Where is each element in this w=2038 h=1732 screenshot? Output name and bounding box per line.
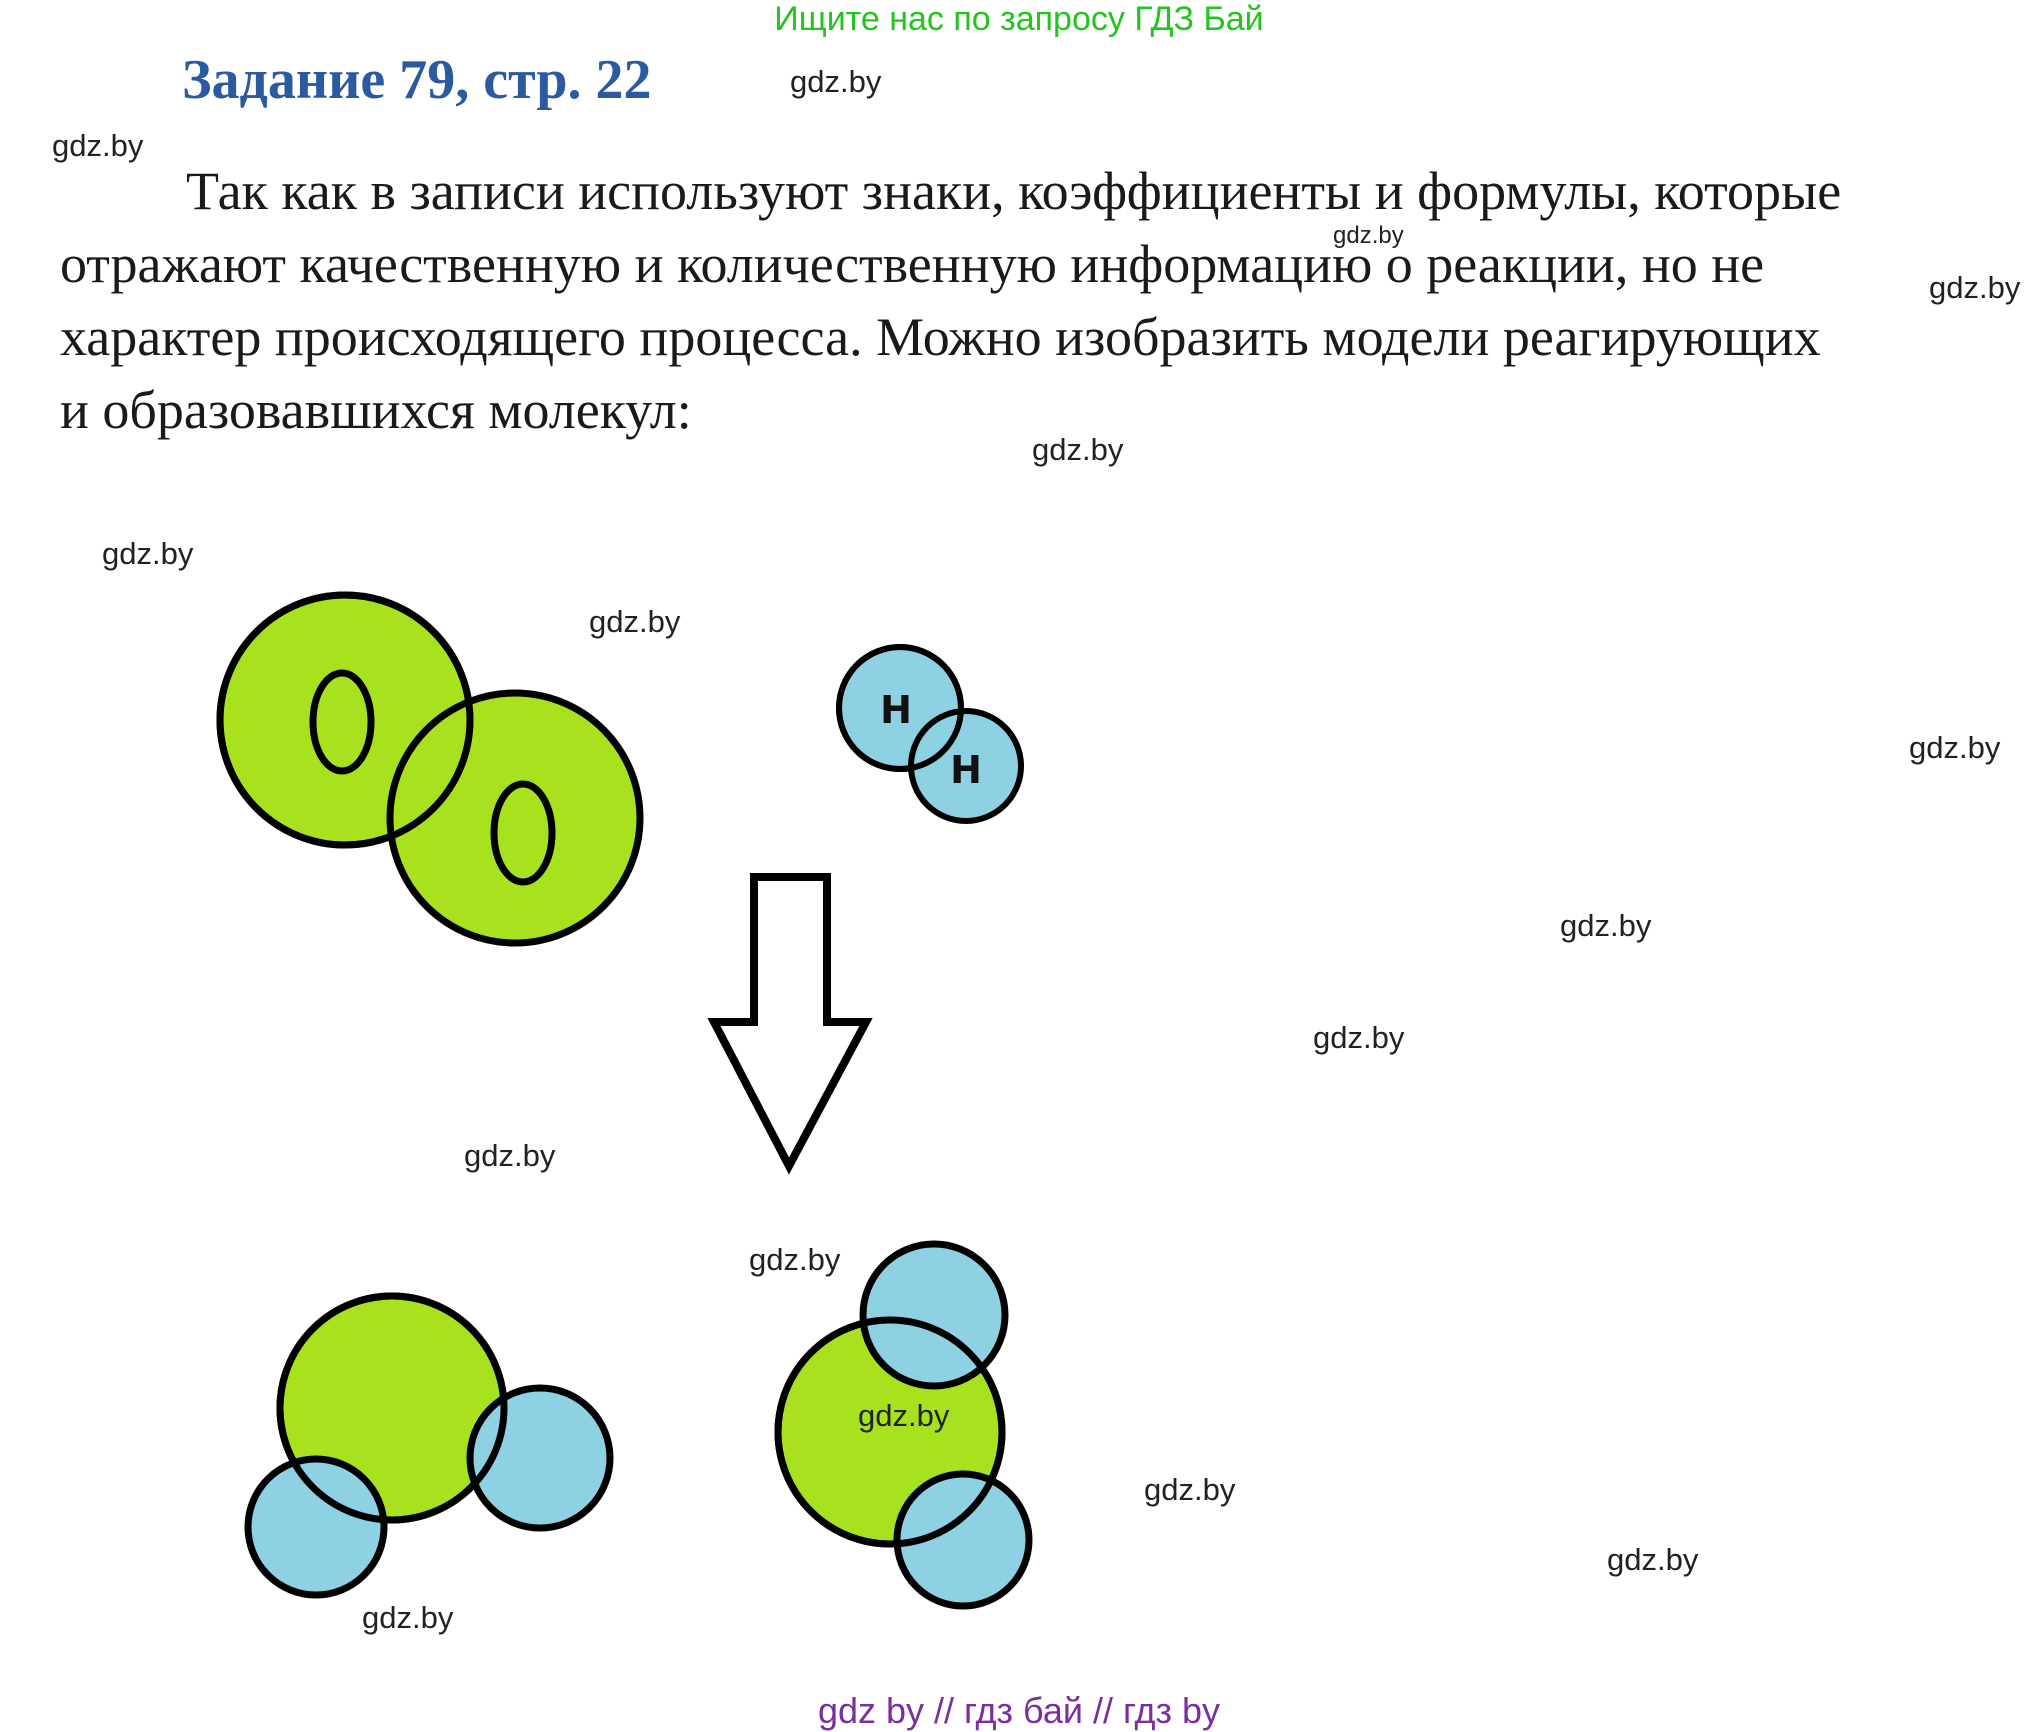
oxygen-label-o2: [490, 780, 556, 886]
paragraph-line-3: характер происходящего процесса. Можно и…: [60, 307, 1821, 367]
watermark: gdz.by: [1333, 222, 1404, 249]
oxygen-molecule: [216, 591, 644, 947]
oxygen-label-o1: [309, 669, 375, 775]
water2-oxygen-outline: [774, 1316, 1006, 1548]
watermark: gdz.by: [1607, 1542, 1699, 1577]
paragraph-line-1: Так как в записи используют знаки, коэфф…: [186, 161, 1842, 221]
hydrogen-atom-1-outline: [836, 644, 964, 772]
watermark: gdz.by: [749, 1242, 841, 1277]
hydrogen-label-1: H: [880, 688, 912, 732]
watermark: gdz.by: [1144, 1472, 1236, 1507]
water-molecule-1: [244, 1292, 614, 1599]
watermark: gdz.by: [464, 1138, 556, 1173]
watermark: gdz.by: [1560, 908, 1652, 943]
oxygen-atom-1-outline: [216, 591, 474, 849]
page-title: Задание 79, стр. 22: [182, 49, 652, 111]
watermark: gdz.by: [858, 1398, 950, 1433]
search-banner: Ищите нас по запросу ГДЗ Бай: [774, 0, 1264, 38]
watermark: gdz.by: [589, 604, 681, 639]
water1-oxygen-outline: [276, 1292, 508, 1524]
watermark: gdz.by: [1032, 432, 1124, 467]
footer-links: gdz by // гдз бай // гдз by: [817, 1690, 1221, 1731]
reaction-arrow: [707, 873, 873, 1175]
water-molecule-2: [774, 1240, 1033, 1610]
watermark: gdz.by: [102, 536, 194, 571]
water1-hydrogen-atom-left: [244, 1455, 388, 1599]
watermark: gdz.by: [1929, 270, 2021, 305]
paragraph-line-4: и образовавшихся молекул:: [60, 380, 692, 440]
watermark: gdz.by: [790, 64, 882, 99]
watermark: gdz.by: [1313, 1020, 1405, 1055]
oxygen-atom-2: [386, 689, 644, 947]
water2-hydrogen-atom-bottom: [893, 1470, 1033, 1610]
hydrogen-label-2: H: [950, 748, 982, 792]
watermark: gdz.by: [1909, 730, 2001, 765]
watermark: gdz.by: [362, 1600, 454, 1635]
hydrogen-molecule: H H: [836, 644, 1024, 824]
paragraph-line-2: отражают качественную и количественную и…: [60, 234, 1765, 294]
watermark: gdz.by: [52, 128, 144, 163]
